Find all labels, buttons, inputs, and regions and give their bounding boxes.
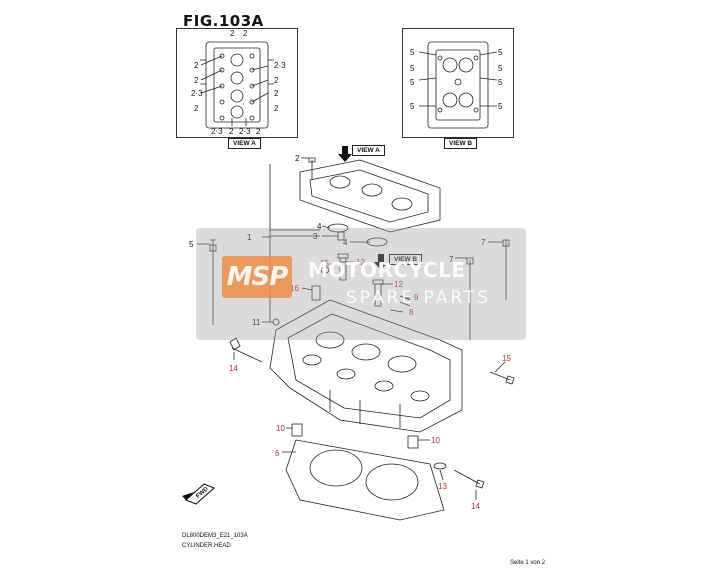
callout-dowel-pin: 10 [431,436,440,445]
figure-title: FIG.103A [183,12,264,30]
inset-a-callout: 2·3 [239,127,251,136]
callout-stud: 14 [229,364,238,373]
inset-b-callout: 5 [410,64,415,73]
inset-a-callout: 2 [194,61,199,70]
inset-a-callout: 2 [194,76,199,85]
inset-b-callout: 5 [498,78,503,87]
watermark-logo: MSP [222,256,292,298]
callout-washer: 13 [438,482,447,491]
view-a-arrow-label: VIEW A [352,145,385,156]
view-b-arrow-label: VIEW B [389,254,423,265]
inset-b-callout: 5 [498,102,503,111]
watermark-banner: MSP MOTORCYCLE SPARE PARTS [196,228,526,340]
callout-cylinder-head-assy: 1 [247,233,252,242]
inset-a-callout: 2·3 [211,127,223,136]
inset-a-callout: 2 [229,127,234,136]
callout-guide: 16 [290,284,299,293]
callout-bolt-11: 11 [252,318,261,327]
head-gasket-sketch [285,439,445,521]
inset-b-callout: 5 [410,48,415,57]
inset-a-callout: 2 [230,29,235,38]
inset-view-a [176,28,298,138]
callout-o-ring: 4 [343,238,348,247]
callout-seal: 15 [320,259,329,268]
callout-bolt-15: 15 [502,354,511,363]
inset-b-callout: 5 [410,102,415,111]
callout-plug: 12 [356,258,365,267]
callout-plug: 12 [394,280,403,289]
callout-dowel: 3 [313,232,318,241]
long-bolts-sketch [209,239,510,340]
inset-a-callout: 2 [194,104,199,113]
cam-holder-sketch [299,159,441,233]
watermark-text-line2: SPARE PARTS [346,288,492,308]
view-a-head-sketch [200,41,274,129]
callout-bolt-7: 7 [481,238,486,247]
inset-a-callout: 2·3 [274,61,286,70]
callout-part-8: 8 [409,308,414,317]
fwd-arrow-icon [182,483,215,505]
inset-a-callout: 2 [256,127,261,136]
inset-a-callout: 2 [274,89,279,98]
inset-a-callout: 2 [243,29,248,38]
inset-a-callout: 2 [274,76,279,85]
inset-b-callout: 5 [410,78,415,87]
callout-bolt-7: 7 [449,255,454,264]
callout-dowel-pin: 10 [276,424,285,433]
inset-a-callout: 2 [274,104,279,113]
view-a-label: VIEW A [228,138,261,149]
callout-o-ring: 4 [317,222,322,231]
view-b-label: VIEW B [444,138,478,149]
inset-b-callout: 5 [498,64,503,73]
page-indicator: Seite 1 von 2 [510,560,546,566]
inset-a-callout: 2·3 [191,89,203,98]
callout-bolt: 2 [295,154,300,163]
callout-bolt-14: 14 [471,502,480,511]
view-b-head-sketch [427,41,489,129]
footer-figure-name: CYLINDER HEAD [182,543,231,549]
callout-part-9: 9 [414,293,419,302]
cylinder-head-sketch [269,299,463,433]
watermark-text-line1: MOTORCYCLE [308,258,466,282]
callout-long-bolt: 5 [189,240,194,249]
inset-b-callout: 5 [498,48,503,57]
callout-gasket: 6 [275,449,280,458]
footer-figure-code: DL800DEM3_E21_103A [182,533,248,539]
